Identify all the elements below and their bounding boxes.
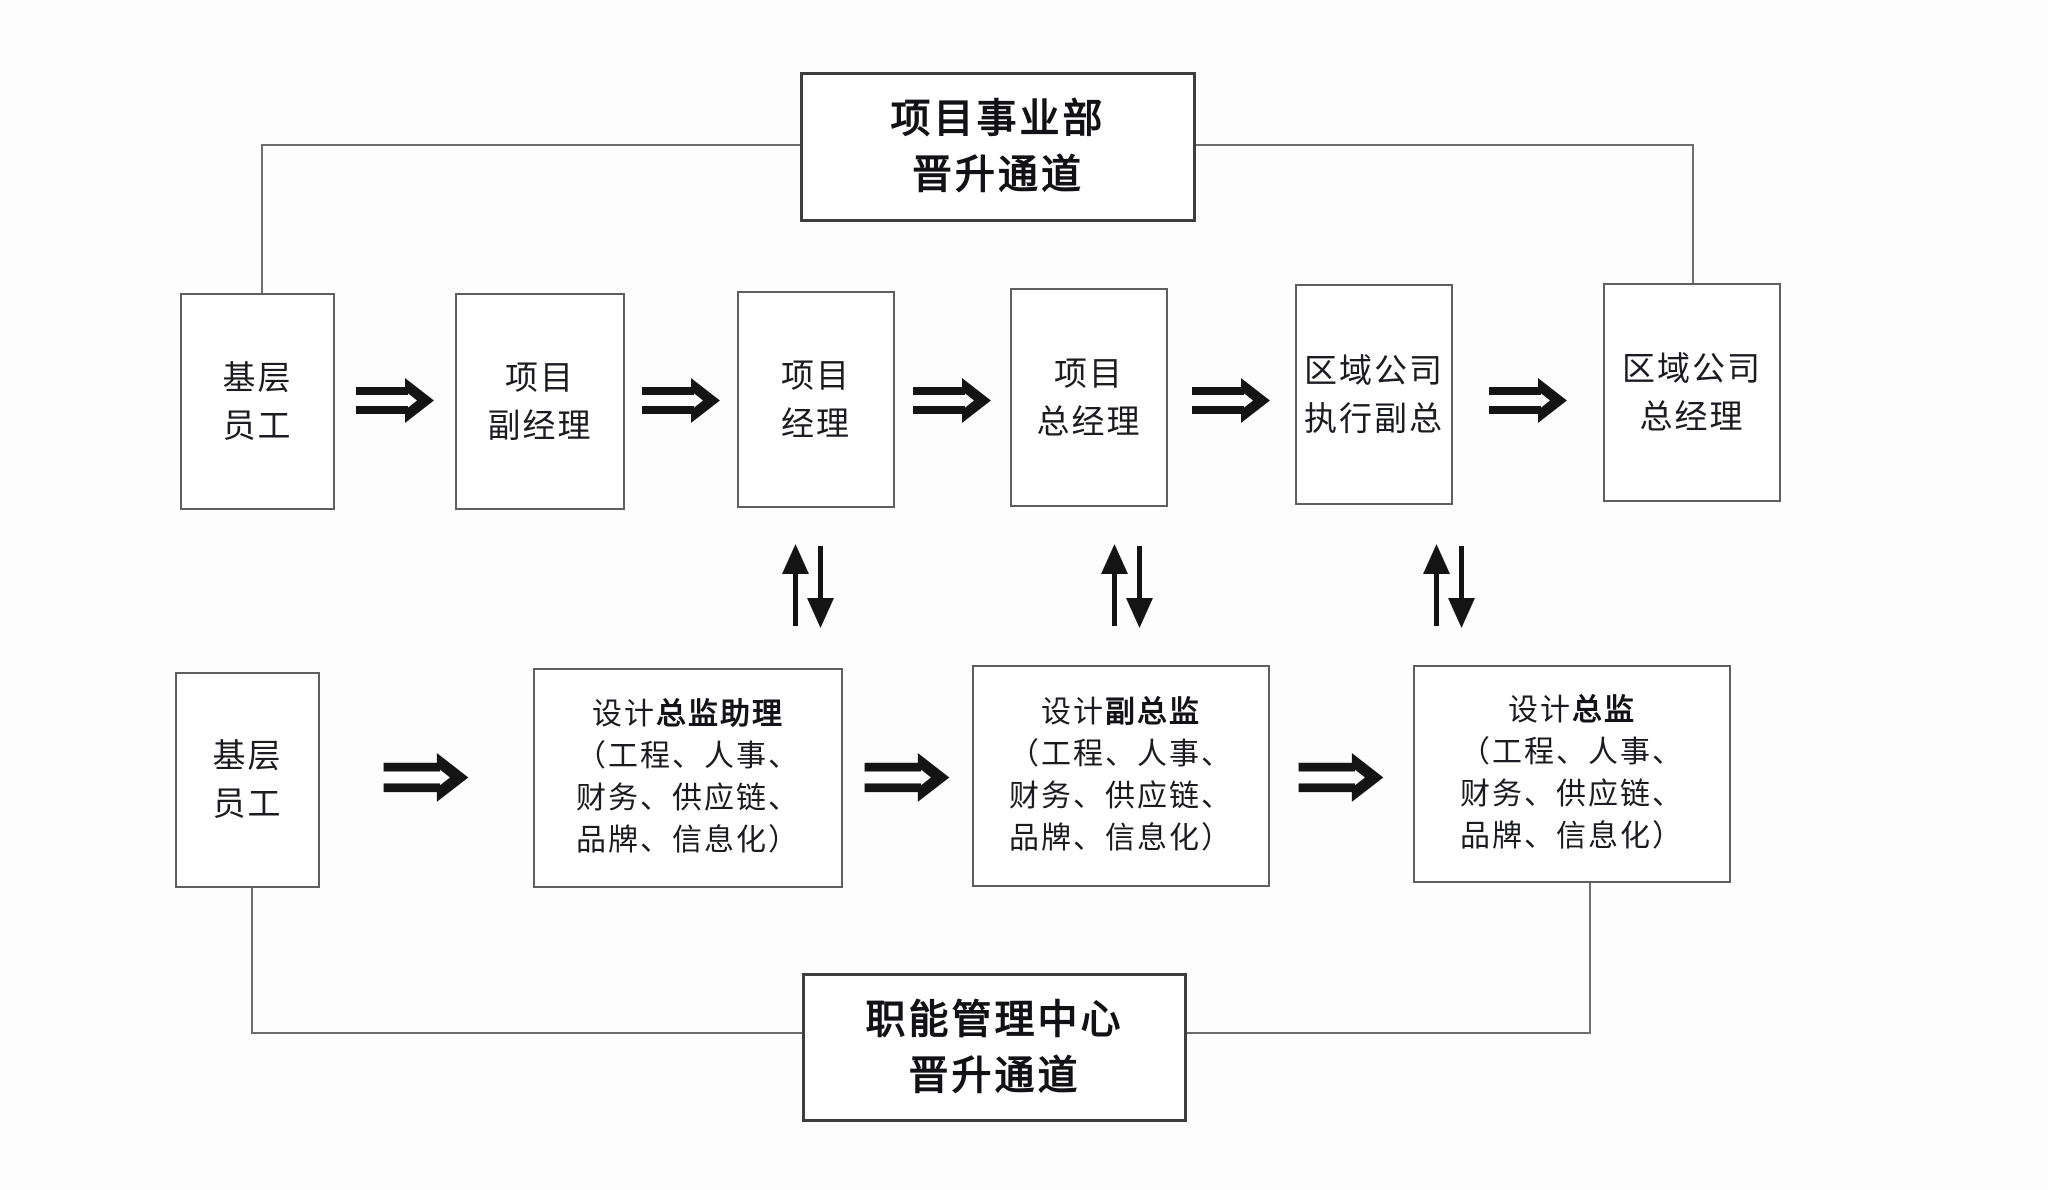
role-label-line: 项目	[781, 355, 851, 395]
promotion-arrow-icon	[864, 753, 950, 802]
box-design-deputy-director: 设计副总监 （工程、人事、 财务、供应链、 品牌、信息化）	[972, 665, 1270, 887]
role-label-line: 项目	[505, 357, 575, 397]
func-box-detail-line: （工程、人事、	[576, 739, 800, 774]
func-box-detail-line: 品牌、信息化）	[1009, 821, 1233, 856]
channel-title-line: 职能管理中心	[865, 997, 1124, 1042]
role-label-line: 员工	[212, 784, 283, 823]
role-label-line: 基层	[212, 736, 283, 775]
role-label-line: 员工	[222, 405, 293, 445]
func-box-detail-line: 财务、供应链、	[1460, 777, 1684, 812]
box-project-manager: 项目 经理	[737, 291, 895, 508]
func-box-title: 设计总监	[1508, 690, 1636, 732]
functional-center-channel-title: 职能管理中心 晋升通道	[802, 973, 1187, 1122]
box-functional-track-staff: 基层 员工	[175, 672, 320, 888]
role-label-line: 副经理	[487, 405, 593, 445]
box-design-director: 设计总监 （工程、人事、 财务、供应链、 品牌、信息化）	[1413, 665, 1731, 883]
channel-title-line: 项目事业部	[890, 97, 1106, 141]
func-box-detail-line: 品牌、信息化）	[576, 823, 800, 858]
up-down-arrow-pair-icon	[782, 544, 834, 628]
func-box-detail-line: 财务、供应链、	[1009, 779, 1233, 814]
func-title-prefix: 设计	[1041, 695, 1105, 730]
up-down-arrow-pair-icon	[1423, 544, 1475, 628]
promotion-arrow-icon	[642, 378, 720, 423]
role-label-line: 区域公司	[1304, 350, 1444, 390]
func-title-role: 总监	[1572, 693, 1636, 728]
box-regional-executive-vp: 区域公司 执行副总	[1295, 284, 1453, 505]
func-title-prefix: 设计	[592, 697, 656, 732]
connector-bottom-left-horizontal	[251, 1032, 804, 1034]
role-label-line: 总经理	[1639, 396, 1745, 436]
promotion-arrow-icon	[356, 378, 434, 423]
promotion-arrow-icon	[383, 753, 469, 802]
up-down-arrow-pair-icon	[1101, 544, 1153, 628]
func-title-role: 副总监	[1105, 695, 1201, 730]
role-label-line: 基层	[222, 357, 293, 397]
func-box-title: 设计副总监	[1041, 692, 1201, 734]
connector-top-left-vertical	[261, 144, 263, 293]
func-box-title: 设计总监助理	[592, 694, 784, 736]
project-division-channel-title: 项目事业部 晋升通道	[800, 72, 1196, 222]
role-label-line: 经理	[781, 403, 851, 443]
channel-title-line: 晋升通道	[908, 1053, 1081, 1098]
func-title-prefix: 设计	[1508, 693, 1572, 728]
connector-bottom-left-vertical	[251, 888, 253, 1034]
func-box-detail-line: （工程、人事、	[1009, 737, 1233, 772]
func-box-detail-line: 财务、供应链、	[576, 781, 800, 816]
promotion-arrow-icon	[1298, 753, 1384, 802]
box-project-track-staff: 基层 员工	[180, 293, 335, 510]
connector-top-right-vertical	[1692, 144, 1694, 283]
promotion-arrow-icon	[1192, 378, 1270, 423]
func-box-detail-line: 品牌、信息化）	[1460, 819, 1684, 854]
role-label-line: 区域公司	[1622, 348, 1762, 388]
connector-bottom-right-vertical	[1589, 883, 1591, 1034]
box-regional-general-manager: 区域公司 总经理	[1603, 283, 1781, 502]
box-project-deputy-manager: 项目 副经理	[455, 293, 625, 510]
connector-top-right-horizontal	[1194, 144, 1694, 146]
box-project-general-manager: 项目 总经理	[1010, 288, 1168, 507]
promotion-arrow-icon	[1489, 378, 1567, 423]
connector-top-left-horizontal	[262, 144, 802, 146]
channel-title-line: 晋升通道	[912, 153, 1084, 197]
box-design-director-assistant: 设计总监助理 （工程、人事、 财务、供应链、 品牌、信息化）	[533, 668, 843, 888]
role-label-line: 总经理	[1036, 401, 1142, 441]
func-title-role: 总监助理	[656, 697, 784, 732]
promotion-arrow-icon	[913, 378, 991, 423]
role-label-line: 执行副总	[1304, 398, 1444, 438]
connector-bottom-right-horizontal	[1185, 1032, 1591, 1034]
func-box-detail-line: （工程、人事、	[1460, 735, 1684, 770]
role-label-line: 项目	[1054, 353, 1124, 393]
